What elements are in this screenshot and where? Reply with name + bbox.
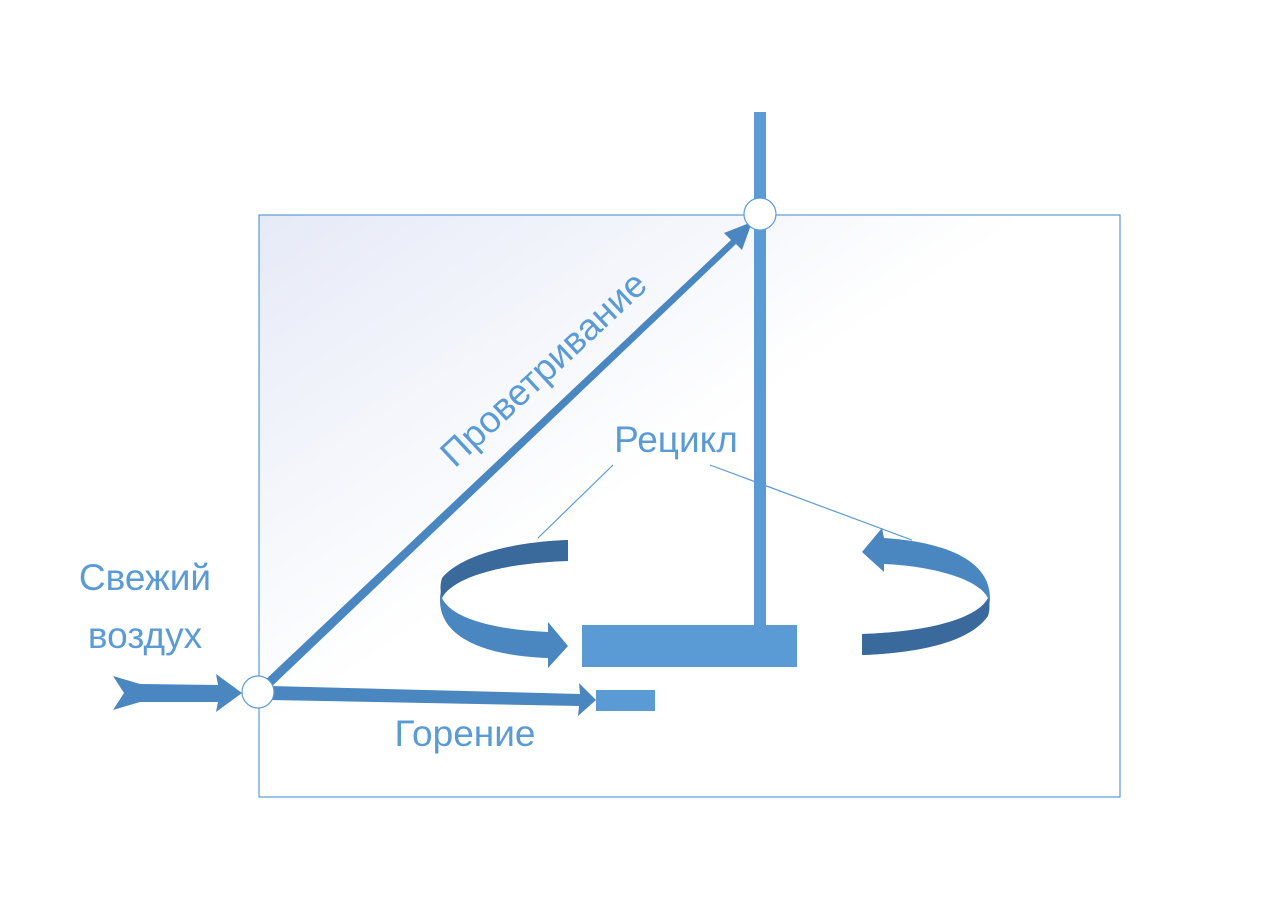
- combustion-arrow: [270, 683, 596, 716]
- combustion-label: Горение: [395, 713, 536, 754]
- junction-inlet: [241, 675, 275, 709]
- fresh-air-label-1: Свежий: [79, 557, 211, 598]
- recycle-leader-left: [537, 464, 614, 539]
- junction-outlet: [743, 197, 777, 231]
- recycle-arrow-left-shade: [440, 540, 568, 598]
- ventilation-arrow: [262, 222, 752, 690]
- recycle-arrow-right-shade: [862, 598, 990, 655]
- fresh-air-label-2: воздух: [88, 615, 203, 656]
- recycle-leader-right: [709, 464, 913, 541]
- burner-block: [596, 690, 655, 711]
- mixing-plate: [582, 625, 797, 667]
- fresh-air-arrow: [113, 674, 242, 712]
- exhaust-pipe: [754, 112, 766, 626]
- recycle-label: Рецикл: [614, 419, 738, 460]
- chamber-box: [258, 214, 1121, 798]
